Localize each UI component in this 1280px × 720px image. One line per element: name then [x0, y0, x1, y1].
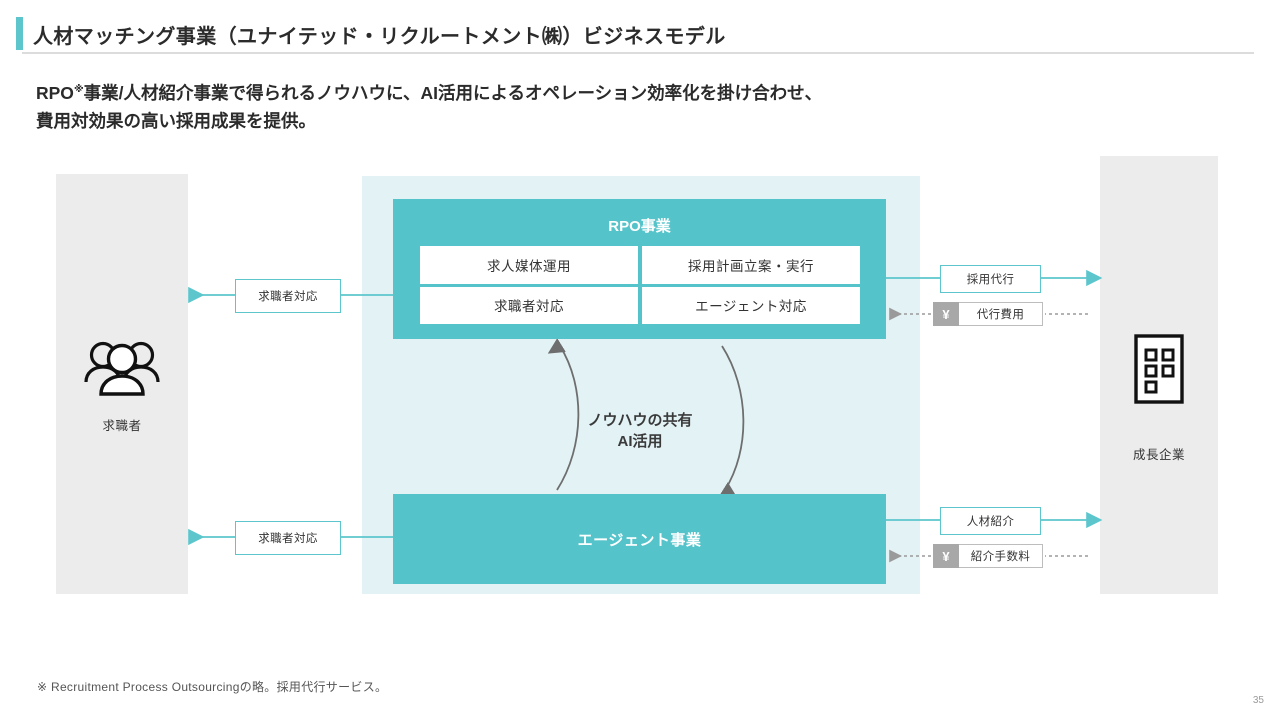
- agent-business-box: エージェント事業: [393, 494, 886, 584]
- fee-agency-cost: ¥ 代行費用: [933, 302, 1043, 326]
- loop-label-line-1: ノウハウの共有: [587, 412, 693, 429]
- lead-line-2: 費用対効果の高い採用成果を提供。: [36, 111, 316, 132]
- footnote-text: ※ Recruitment Process Outsourcingの略。採用代行…: [37, 680, 388, 694]
- rpo-business-box: RPO事業 求人媒体運用 採用計画立案・実行 求職者対応 エージェント対応: [393, 199, 886, 339]
- page-title: 人材マッチング事業（ユナイテッド・リクルートメント㈱）ビジネスモデル: [33, 26, 726, 48]
- header-divider: [22, 52, 1254, 54]
- lead-line-1-rest: 事業/人材紹介事業で得られるノウハウに、AI活用によるオペレーション効率化を掛け…: [83, 83, 823, 103]
- tag-recruitment-outsourcing: 採用代行: [940, 265, 1041, 293]
- rpo-service-cell: エージェント対応: [642, 286, 860, 324]
- rpo-service-cell: 求職者対応: [420, 286, 638, 324]
- business-model-diagram: RPO事業 求人媒体運用 採用計画立案・実行 求職者対応 エージェント対応 ノウ…: [0, 150, 1280, 620]
- lead-rpo-text: RPO: [36, 83, 74, 103]
- rpo-service-grid: 求人媒体運用 採用計画立案・実行 求職者対応 エージェント対応: [420, 246, 860, 324]
- agent-business-title: エージェント事業: [577, 531, 702, 549]
- lead-paragraph: RPO※事業/人材紹介事業で得られるノウハウに、AI活用によるオペレーション効率…: [36, 79, 1066, 136]
- rpo-service-cell: 求人媒体運用: [420, 246, 638, 284]
- loop-label-line-2: AI活用: [617, 433, 663, 451]
- job-seeker-label: 求職者: [102, 419, 142, 433]
- fee-referral-commission: ¥ 紹介手数料: [933, 544, 1043, 568]
- rpo-service-cell: 採用計画立案・実行: [642, 246, 860, 284]
- people-group-icon: [82, 332, 162, 400]
- tag-seeker-support-agent: 求職者対応: [235, 521, 341, 555]
- tag-seeker-support-rpo: 求職者対応: [235, 279, 341, 313]
- footnote-marker: ※: [73, 84, 84, 96]
- growth-company-label: 成長企業: [1132, 448, 1185, 462]
- tag-talent-referral: 人材紹介: [940, 507, 1041, 535]
- title-accent-bar: [16, 17, 23, 50]
- knowledge-loop-label: ノウハウの共有 AI活用: [540, 410, 740, 453]
- page-number: 35: [1252, 695, 1264, 706]
- rpo-business-title: RPO事業: [608, 218, 671, 235]
- yen-icon: ¥: [933, 544, 959, 568]
- fee-referral-commission-label: 紹介手数料: [959, 544, 1043, 568]
- lead-line-1: RPO※事業/人材紹介事業で得られるノウハウに、AI活用によるオペレーション効率…: [36, 83, 822, 103]
- yen-icon: ¥: [933, 302, 959, 326]
- building-icon: [1133, 333, 1185, 405]
- fee-agency-cost-label: 代行費用: [959, 302, 1043, 326]
